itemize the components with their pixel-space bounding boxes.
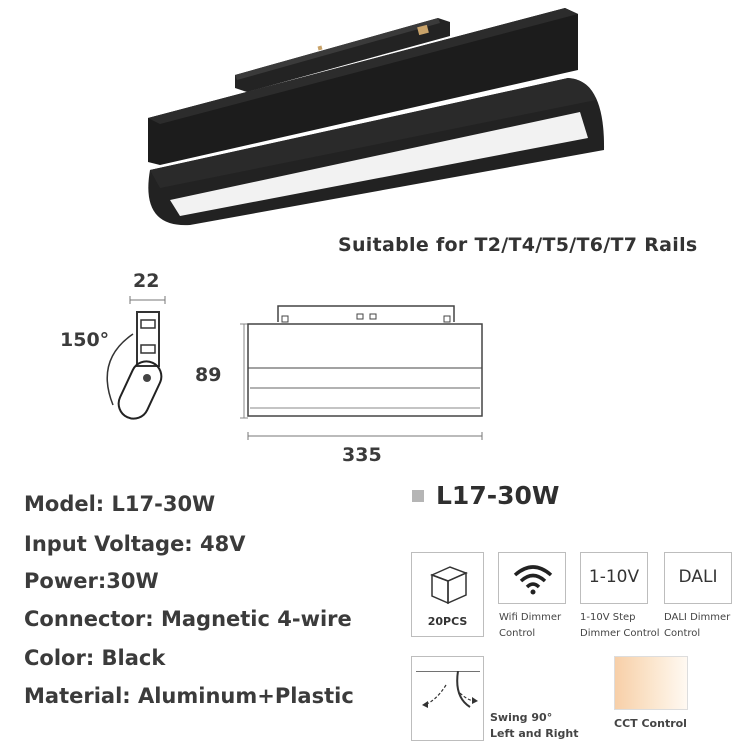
wifi-caption-line: Control	[499, 628, 536, 639]
swing-box	[411, 656, 484, 741]
width-dimension-label: 22	[133, 270, 160, 292]
v10-box-label: 1-10V	[588, 567, 640, 587]
model-heading-text: L17-30W	[436, 481, 560, 510]
spec-value: L17-30W	[104, 492, 216, 516]
spec-label: Color:	[24, 646, 95, 670]
v10-caption-line: Dimmer Control	[580, 628, 660, 639]
spec-label: Model:	[24, 492, 105, 516]
pcs-label: 20PCS	[427, 615, 468, 628]
swing-caption-line: Left and Right	[490, 727, 579, 740]
angle-label: 150°	[60, 329, 110, 351]
spec-input-voltage: Input Voltage: 48V	[24, 532, 246, 556]
v10-caption: 1-10V Step Dimmer Control	[580, 610, 660, 642]
spec-material: Material: Aluminum+Plastic	[24, 684, 354, 708]
spec-power: Power:30W	[24, 569, 159, 593]
cct-caption: CCT Control	[614, 717, 687, 730]
side-view-drawing	[106, 296, 166, 420]
rails-compatibility-text: Suitable for T2/T4/T5/T6/T7 Rails	[338, 234, 698, 256]
spec-value: Magnetic 4-wire	[153, 607, 352, 631]
wifi-icon	[513, 565, 553, 595]
dali-box: DALI	[664, 552, 732, 604]
spec-connector: Connector: Magnetic 4-wire	[24, 607, 352, 631]
spec-label: Material:	[24, 684, 131, 708]
model-heading: L17-30W	[412, 481, 559, 510]
dali-box-label: DALI	[678, 567, 718, 587]
wifi-caption-line: Wifi Dimmer	[499, 612, 562, 623]
height-dimension-label: 89	[195, 364, 222, 386]
swing-caption-line: Swing 90°	[490, 711, 553, 724]
front-view-drawing	[240, 305, 483, 440]
spec-label: Connector:	[24, 607, 154, 631]
spec-value: 48V	[192, 532, 246, 556]
carton-box-icon	[430, 566, 468, 605]
spec-model: Model: L17-30W	[24, 492, 215, 516]
length-dimension-label: 335	[342, 444, 382, 466]
dali-caption-line: DALI Dimmer	[664, 612, 731, 623]
spec-value: 30W	[106, 569, 159, 593]
dali-caption-line: Control	[664, 628, 701, 639]
v10-box: 1-10V	[580, 552, 648, 604]
spec-value: Aluminum+Plastic	[130, 684, 354, 708]
wifi-box	[498, 552, 566, 604]
swing-arrows-icon	[416, 671, 480, 708]
v10-caption-line: 1-10V Step	[580, 612, 636, 623]
spec-value: Black	[94, 646, 166, 670]
spec-color: Color: Black	[24, 646, 165, 670]
spec-label: Power:	[24, 569, 107, 593]
pcs-box: 20PCS	[411, 552, 484, 637]
cct-gradient-swatch	[614, 656, 688, 710]
bullet-square-icon	[412, 489, 424, 502]
swing-caption: Swing 90° Left and Right	[490, 710, 579, 742]
wifi-caption: Wifi Dimmer Control	[499, 610, 561, 642]
spec-label: Input Voltage:	[24, 532, 193, 556]
dali-caption: DALI Dimmer Control	[664, 610, 730, 642]
product-image	[148, 8, 605, 226]
